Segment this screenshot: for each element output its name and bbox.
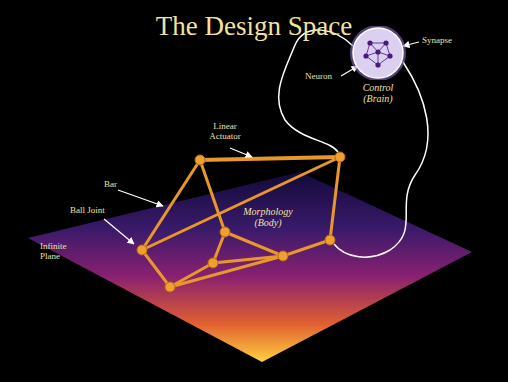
brain-circle: Control (Brain) bbox=[348, 26, 408, 104]
bar bbox=[225, 232, 283, 256]
bar bbox=[283, 240, 330, 256]
bar bbox=[142, 250, 170, 287]
part-label: Linear Actuator bbox=[203, 122, 247, 142]
part-label: Neuron bbox=[305, 72, 341, 82]
leader-arrow bbox=[230, 148, 252, 157]
bar bbox=[330, 157, 340, 240]
nerve-wire bbox=[279, 30, 353, 152]
bar bbox=[200, 160, 225, 232]
part-label: Synapse bbox=[422, 36, 482, 46]
ball-joint bbox=[195, 155, 205, 165]
region-label: Infinite Plane bbox=[40, 242, 76, 262]
leader-arrow bbox=[104, 219, 134, 244]
ball-joint bbox=[335, 152, 345, 162]
body-label: Morphology (Body) bbox=[238, 206, 298, 228]
part-label: Ball Joint bbox=[70, 206, 130, 216]
ball-joint bbox=[165, 282, 175, 292]
bar bbox=[170, 256, 283, 287]
ball-joint bbox=[208, 258, 218, 268]
ball-joint bbox=[220, 227, 230, 237]
ball-joints bbox=[137, 152, 345, 292]
neural-net-circle bbox=[348, 26, 408, 80]
nerve-wire bbox=[334, 62, 428, 257]
ball-joint bbox=[137, 245, 147, 255]
leader-arrow bbox=[118, 190, 163, 206]
part-label: Bar bbox=[104, 180, 134, 190]
bar bbox=[170, 263, 213, 287]
truss-bars bbox=[142, 157, 340, 287]
leader-arrow bbox=[403, 42, 419, 46]
bar bbox=[142, 157, 340, 250]
ball-joint bbox=[278, 251, 288, 261]
node-label: Control (Brain) bbox=[348, 82, 408, 104]
ball-joint bbox=[325, 235, 335, 245]
linear-actuator bbox=[200, 157, 340, 160]
